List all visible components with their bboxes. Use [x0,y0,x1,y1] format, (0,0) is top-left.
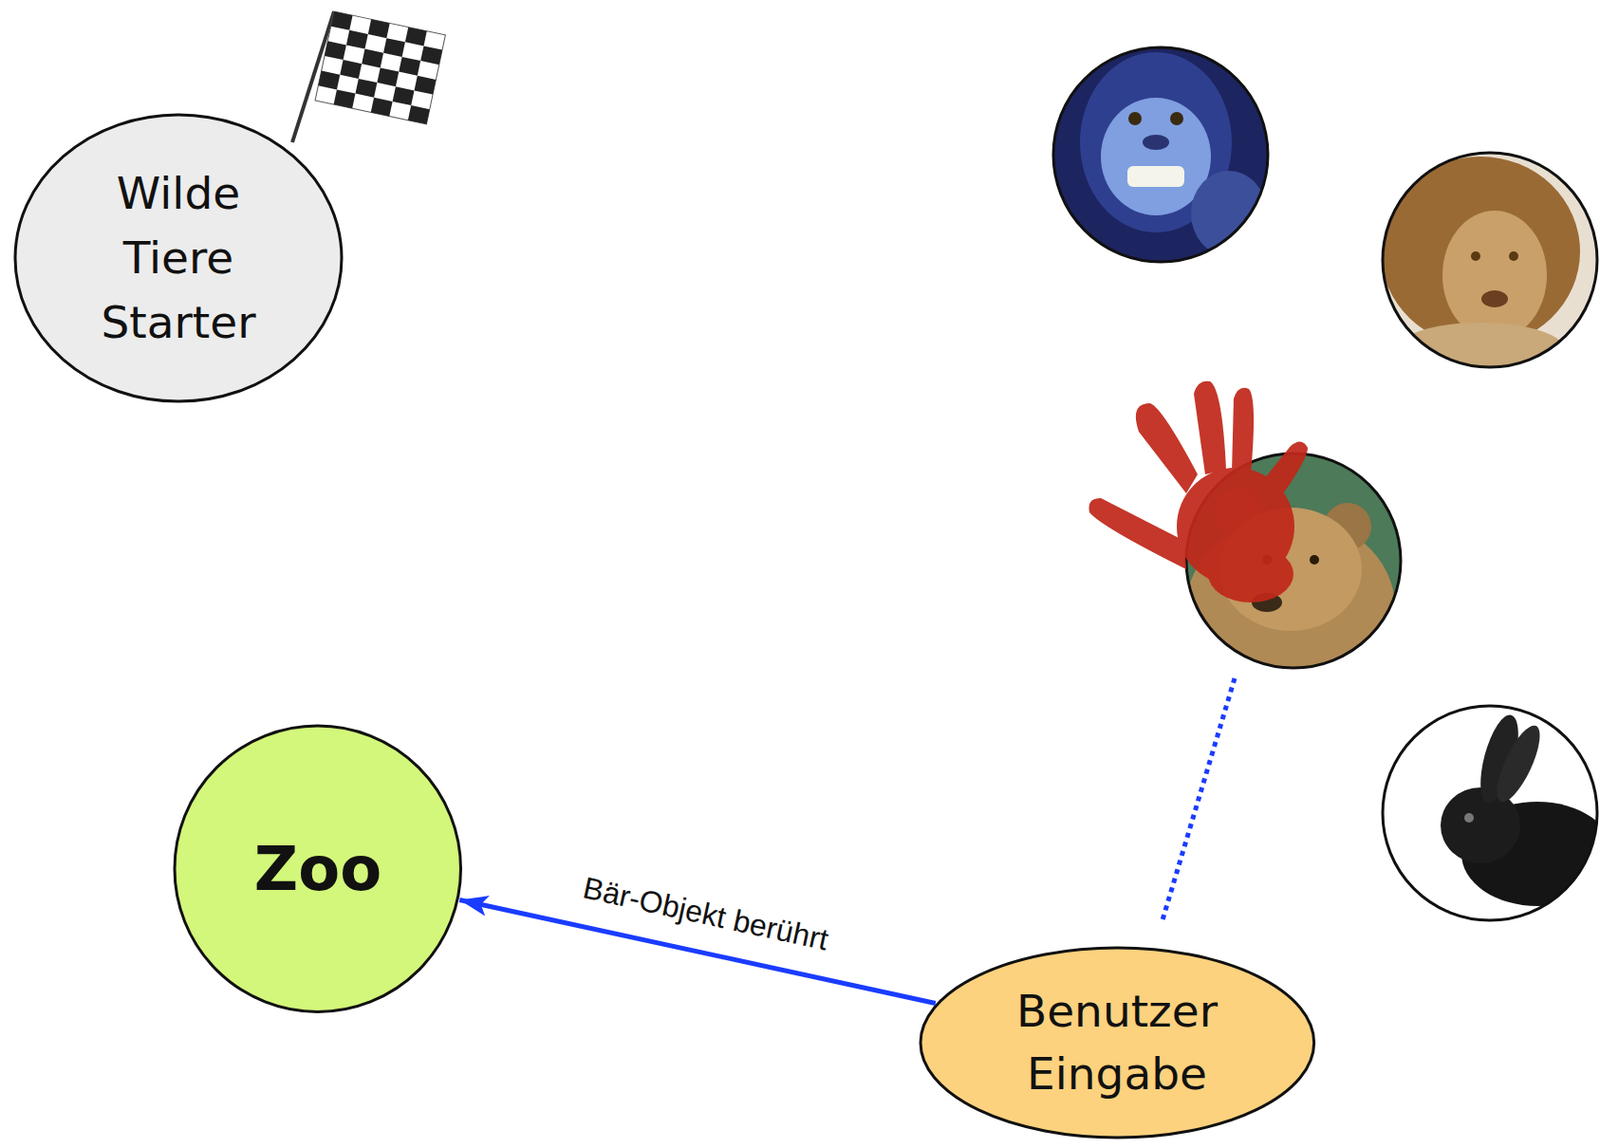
node-shape [174,725,462,1013]
node-outline [918,946,1317,1140]
lion-picture [1376,142,1600,380]
node-label: Zoo [223,833,413,907]
zoo-circle: Zoo [172,724,464,1015]
node-text-wrap: Wilde Tiere Starter [69,161,288,355]
node-label: Benutzer Eingabe [984,980,1250,1106]
node-text-wrap: Zoo [223,833,413,907]
edge-label: Bär-Objekt berührt [574,868,838,963]
node-shape [15,114,342,402]
rabbit-picture [1376,702,1600,931]
hand-print [1089,381,1309,603]
start-ellipse: Wilde Tiere Starter [13,112,344,404]
node-text-wrap: Benutzer Eingabe [984,980,1250,1106]
input-ellipse: Benutzer Eingabe [918,946,1317,1140]
node-label: Wilde Tiere Starter [69,161,288,355]
start-flag [292,11,446,143]
leader-line [1161,678,1235,924]
node-shape [920,948,1315,1138]
bear-picture [1176,446,1414,698]
monkey-picture [1043,37,1282,276]
